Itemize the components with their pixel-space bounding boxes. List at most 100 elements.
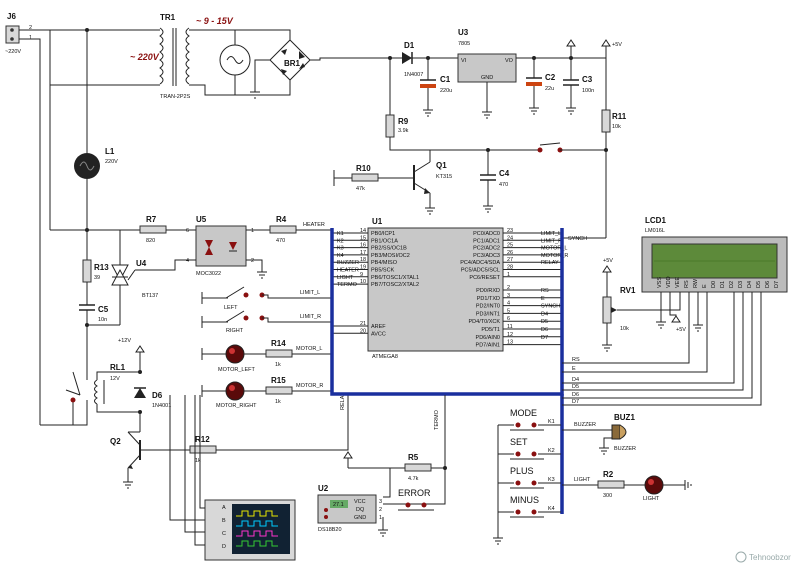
lcd-pin-label: RW <box>693 278 699 288</box>
r2-ref: R2 <box>603 470 614 479</box>
osc-ch-b: B <box>222 518 226 524</box>
light-net-label: LIGHT <box>574 477 591 483</box>
u5-pin-4: 4 <box>186 258 189 264</box>
u2-pin-num-3: 3 <box>379 499 382 505</box>
u1-right-pin-name: PD2/INT0 <box>476 304 500 310</box>
limit-l-net-label: LIMIT_L <box>300 290 320 296</box>
lcd1-value: LM016L <box>645 228 665 234</box>
switch-left: LEFT <box>201 286 265 311</box>
mcu-bus <box>330 228 564 396</box>
u1-left-pin-number: 10 <box>360 279 366 285</box>
r4-value: 470 <box>276 238 285 244</box>
key-set-label: SET <box>510 437 528 447</box>
rs-net-label: RS <box>572 357 580 363</box>
right-label: RIGHT <box>226 328 244 334</box>
u1-right-pin-name: PD6/AIN0 <box>476 335 500 341</box>
motor-r-net-label: MOTOR_R <box>296 383 323 389</box>
resistor-r10: R10 47k <box>351 164 379 192</box>
plus5v-label-top: +5V <box>612 42 622 48</box>
r12-ref: R12 <box>195 435 210 444</box>
u5-value: MOC3022 <box>196 271 221 277</box>
u1-left-pin-name: PB1/OC1A <box>371 238 398 244</box>
u1-left-pin-net: LIGHT <box>337 275 354 281</box>
r11-value: 10k <box>612 124 621 130</box>
key-contact <box>531 480 537 486</box>
r15-value: 1k <box>275 399 281 405</box>
lamp-l1-icon: L1 220V <box>74 147 118 179</box>
u1-right-pin-number: 2 <box>507 285 510 291</box>
u5-pin-1: 1 <box>251 228 254 234</box>
connector-j6: J6 ~220V 2 1 <box>5 12 32 55</box>
c3-ref: C3 <box>582 75 593 84</box>
rl1-ref: RL1 <box>110 363 126 372</box>
d6-ref: D6 <box>152 391 163 400</box>
j6-pin-1: 1 <box>29 35 32 41</box>
c1-value: 220u <box>440 88 452 94</box>
u1-left-pin-number: 19 <box>360 265 366 271</box>
u1-left-pin-name: PB5/SCK <box>371 268 395 274</box>
r5-value: 4.7k <box>408 476 419 482</box>
r13-value: 39 <box>94 275 100 281</box>
diode-d1: D1 1N4007 <box>402 41 423 78</box>
u1-right-pin-name: PC1/ADC1 <box>473 238 500 244</box>
u1-right-pin-net: D6 <box>541 327 548 333</box>
u1-left-pin-number: 14 <box>360 228 366 234</box>
u1-right-pin-number: 13 <box>507 340 513 346</box>
u1-left-pin-name: PB7/TOSC2/XTAL2 <box>371 282 419 288</box>
r12-value: 1k <box>195 458 201 464</box>
c4-value: 470 <box>499 182 508 188</box>
u2-pin-num-2: 2 <box>379 507 382 513</box>
c1-ref: C1 <box>440 75 451 84</box>
resistor-r4: R4 470 <box>269 215 297 244</box>
power-12v: +12V <box>118 338 145 353</box>
r9-value: 3.9k <box>398 128 409 134</box>
u2-pin-vcc: VCC <box>354 499 366 505</box>
u1-right-pin-name: PD4/T0/XCK <box>469 319 501 325</box>
q2-ref: Q2 <box>110 437 121 446</box>
j6-value: ~220V <box>5 49 21 55</box>
u1-right-pin-net: E <box>541 296 545 302</box>
u3-vi: VI <box>461 58 467 64</box>
lcd-pin-label: D7 <box>774 281 780 288</box>
u2-value: DS18B20 <box>318 527 342 533</box>
key-plus-label: PLUS <box>510 466 534 476</box>
regulator-u3: VI VO GND U3 7805 <box>457 28 517 83</box>
u2-ref: U2 <box>318 484 329 493</box>
optotriac-u5: U5 MOC3022 6 4 1 2 <box>186 215 254 277</box>
key-contact <box>531 422 537 428</box>
c2-value: 22u <box>545 86 554 92</box>
motor-right-led-icon: MOTOR_RIGHT <box>201 381 257 409</box>
u1-right-pin-number: 23 <box>507 228 513 234</box>
u1-right-pin-net: RS <box>541 288 549 294</box>
lcd-pin-label: RS <box>684 280 690 288</box>
transformer-tr1: TR1 TRAN-2P2S ~ 220V ~ 9 - 15V <box>130 13 234 100</box>
r9-ref: R9 <box>398 117 409 126</box>
resistor-r9: R9 3.9k <box>385 114 409 138</box>
key-contact <box>515 480 521 486</box>
motor-left-led-icon: MOTOR_LEFT <box>201 344 256 373</box>
u1-left-pin-net: BUZZER <box>337 260 359 266</box>
br1-ref: BR1 <box>284 59 301 68</box>
capacitor-c5: C5 10n <box>79 304 109 323</box>
limit-r-net-label: LIMIT_R <box>300 314 321 320</box>
u1-right-pin-net: D7 <box>541 335 548 341</box>
key-plus-net: K3 <box>548 477 555 483</box>
error-label: ERROR <box>398 488 431 498</box>
u1-ref: U1 <box>372 217 383 226</box>
resistor-r13: R13 39 <box>82 259 109 283</box>
relay-net-label: RELAY <box>340 392 346 410</box>
u1-left-pin-net: K2 <box>337 238 344 244</box>
osc-ch-d: D <box>222 544 226 550</box>
power-5v-lcd: +5V <box>602 258 613 273</box>
lcd-pin-label: D0 <box>711 281 717 288</box>
u1-right-pin-name: PD7/AIN1 <box>476 343 500 349</box>
power-5v-r5 <box>343 451 353 459</box>
transistor-q1: Q1 KT315 <box>413 161 452 194</box>
watermark: Tehnoobzor <box>735 551 791 563</box>
key-mode-net: K1 <box>548 419 555 425</box>
